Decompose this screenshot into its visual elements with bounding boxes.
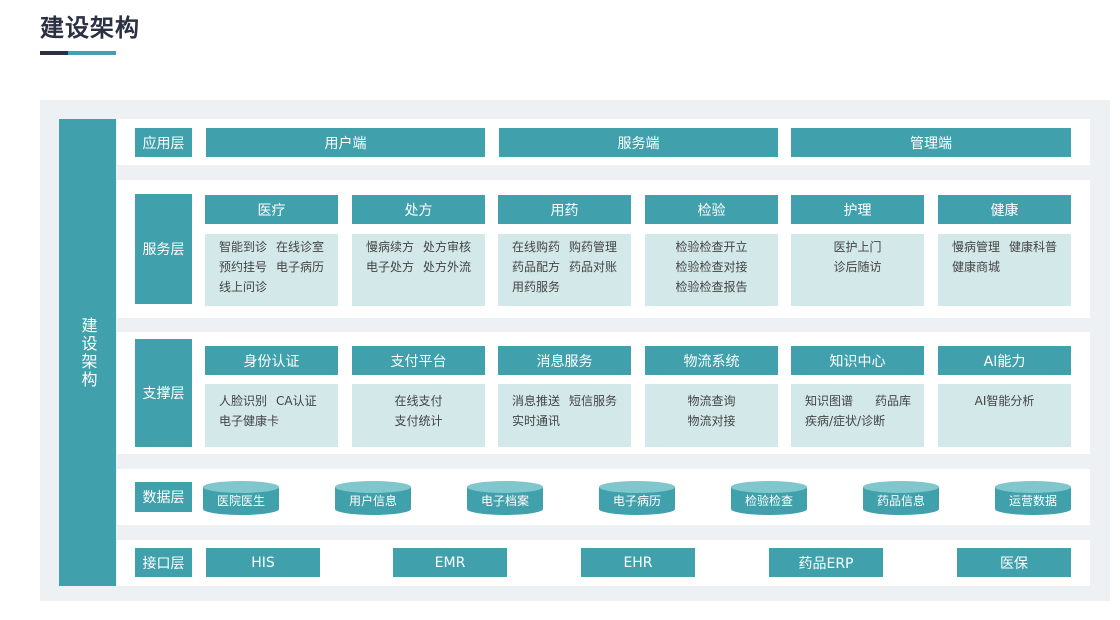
interface-layer-label: 接口层 xyxy=(135,548,192,577)
database-cylinder: 运营数据 xyxy=(995,481,1071,515)
side-label: 建设架构 xyxy=(59,119,116,586)
app-admin-client: 管理端 xyxy=(791,128,1071,157)
service-module-title: 检验 xyxy=(645,195,778,224)
support-module-panel: 知识图谱药品库 疾病/症状/诊断 xyxy=(791,384,924,447)
page-title: 建设架构 xyxy=(40,14,140,42)
service-module-panel: 在线购药购药管理 药品配方药品对账 用药服务 xyxy=(498,234,631,306)
interface-his: HIS xyxy=(206,548,320,577)
app-user-client: 用户端 xyxy=(206,128,485,157)
title-underline-teal xyxy=(68,51,116,55)
interface-drug-erp: 药品ERP xyxy=(769,548,883,577)
service-module-panel: 慢病管理健康科普 健康商城 xyxy=(938,234,1071,306)
service-module-title: 健康 xyxy=(938,195,1071,224)
service-module-panel: 检验检查开立 检验检查对接 检验检查报告 xyxy=(645,234,778,306)
database-cylinder: 电子病历 xyxy=(599,481,675,515)
service-module-title: 处方 xyxy=(352,195,485,224)
database-cylinder: 检验检查 xyxy=(731,481,807,515)
support-module-panel: 消息推送短信服务 实时通讯 xyxy=(498,384,631,447)
data-layer-label: 数据层 xyxy=(135,482,192,512)
title-underline-dark xyxy=(40,51,68,55)
app-layer-label: 应用层 xyxy=(135,128,192,157)
service-layer-label: 服务层 xyxy=(135,194,192,304)
support-module-panel: AI智能分析 xyxy=(938,384,1071,447)
interface-medical-insurance: 医保 xyxy=(957,548,1071,577)
interface-emr: EMR xyxy=(393,548,507,577)
support-module-title: 消息服务 xyxy=(498,346,631,375)
database-cylinder: 医院医生 xyxy=(203,481,279,515)
service-module-panel: 慢病续方处方审核 电子处方处方外流 xyxy=(352,234,485,306)
app-service-client: 服务端 xyxy=(499,128,778,157)
support-module-title: 支付平台 xyxy=(352,346,485,375)
support-module-title: AI能力 xyxy=(938,346,1071,375)
support-module-panel: 物流查询 物流对接 xyxy=(645,384,778,447)
support-module-title: 物流系统 xyxy=(645,346,778,375)
support-module-title: 知识中心 xyxy=(791,346,924,375)
support-module-title: 身份认证 xyxy=(205,346,338,375)
interface-ehr: EHR xyxy=(581,548,695,577)
service-module-title: 护理 xyxy=(791,195,924,224)
service-module-title: 用药 xyxy=(498,195,631,224)
support-module-panel: 在线支付 支付统计 xyxy=(352,384,485,447)
service-module-panel: 医护上门 诊后随访 xyxy=(791,234,924,306)
support-layer-label: 支撑层 xyxy=(135,339,192,447)
database-cylinder: 用户信息 xyxy=(335,481,411,515)
service-module-panel: 智能到诊在线诊室 预约挂号电子病历 线上问诊 xyxy=(205,234,338,306)
database-cylinder: 药品信息 xyxy=(863,481,939,515)
service-module-title: 医疗 xyxy=(205,195,338,224)
database-cylinder: 电子档案 xyxy=(467,481,543,515)
